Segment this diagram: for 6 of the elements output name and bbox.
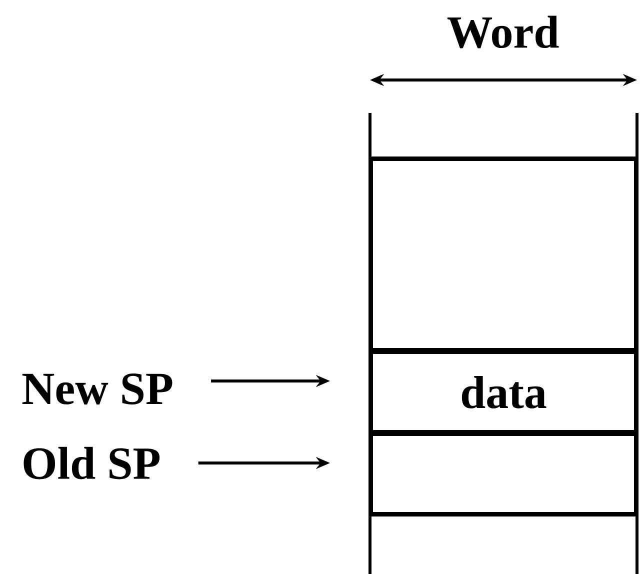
dimension-label: Word — [447, 16, 559, 48]
pointer-label: New SP — [22, 374, 172, 404]
stack-cell — [370, 433, 637, 515]
stack-cell: data — [370, 351, 637, 433]
stack-cell — [370, 158, 637, 351]
pointer-label: Old SP — [24, 446, 160, 480]
